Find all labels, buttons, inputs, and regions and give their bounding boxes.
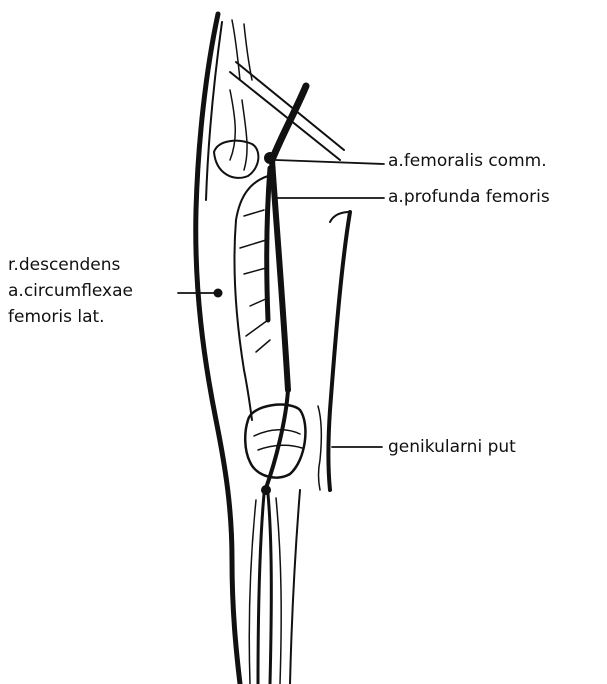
descending-branch	[234, 220, 252, 420]
label-descendens-line2: a.circumflexae	[8, 280, 133, 303]
label-descendens-line3: femoris lat.	[8, 306, 105, 329]
lateral-inner-contour	[206, 22, 222, 200]
knee-patella-outline	[245, 405, 305, 478]
leader-femoralis-comm	[276, 160, 384, 164]
genikularni-put-bracket	[318, 406, 321, 490]
popliteal-bifurcation	[261, 485, 271, 495]
lower-leg-arteries	[258, 494, 271, 684]
medial-leg-contour	[329, 212, 351, 490]
femoral-artery-common	[272, 86, 306, 160]
label-genikularni-put: genikularni put	[388, 436, 516, 459]
femoral-bifurcation	[264, 152, 276, 164]
profunda-femoris-artery	[267, 168, 270, 320]
label-profunda-femoris: a.profunda femoris	[388, 186, 550, 209]
lower-leg-medial-contour	[290, 490, 300, 684]
hip-sketch-lines	[232, 20, 252, 80]
label-descendens-line1: r.descendens	[8, 254, 120, 277]
descendens-marker-dot	[214, 289, 223, 298]
lower-leg-thin-vessels	[249, 498, 281, 684]
femoral-artery-superficial	[272, 160, 288, 390]
label-femoralis-comm: a.femoralis comm.	[388, 150, 547, 173]
femoral-head-outline	[214, 141, 258, 178]
